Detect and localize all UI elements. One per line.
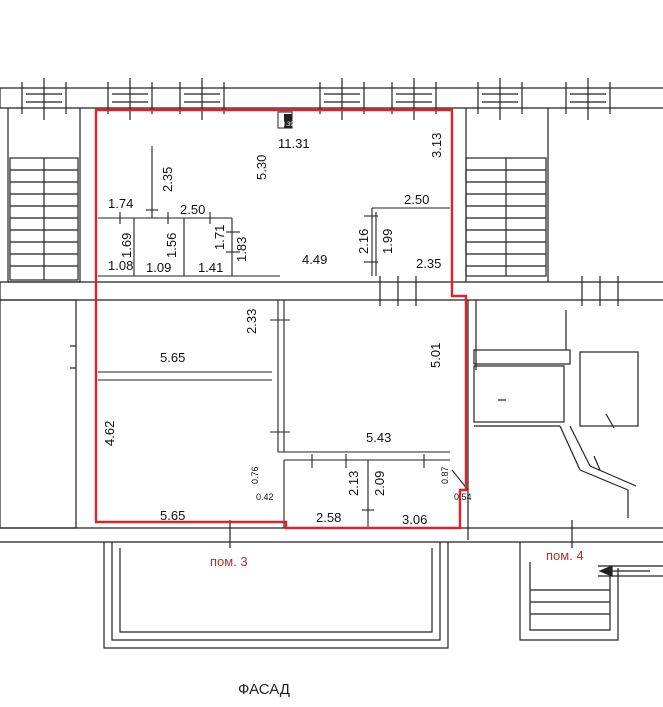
room-3-label: пом. 3 xyxy=(210,554,248,569)
top-wall xyxy=(0,78,663,120)
label-2-13: 2.13 xyxy=(346,471,361,496)
label-4-49: 4.49 xyxy=(302,252,327,267)
small-box: 0.39 xyxy=(277,111,294,129)
label-1-99: 1.99 xyxy=(380,229,395,254)
label-5-65-upper: 5.65 xyxy=(160,350,185,365)
right-lower-rooms xyxy=(467,300,639,540)
label-4-62: 4.62 xyxy=(102,421,117,446)
left-lower-rooms xyxy=(0,299,77,529)
label-1-09: 1.09 xyxy=(146,260,171,275)
label-2-50-right: 2.50 xyxy=(404,192,429,207)
label-5-43: 5.43 xyxy=(366,430,391,445)
label-1-71: 1.71 xyxy=(212,225,227,250)
label-1-69: 1.69 xyxy=(119,233,134,258)
label-1-74: 1.74 xyxy=(108,196,133,211)
label-1-83: 1.83 xyxy=(234,237,249,262)
label-0-76: 0.76 xyxy=(250,466,260,484)
label-2-35-top: 2.35 xyxy=(160,167,175,192)
left-staircase xyxy=(7,108,81,283)
label-2-33: 2.33 xyxy=(244,309,259,334)
top-windows xyxy=(21,78,611,120)
label-1-56: 1.56 xyxy=(164,233,179,258)
label-0-42: 0.42 xyxy=(256,492,274,502)
label-2-16: 2.16 xyxy=(356,229,371,254)
corridor-walls xyxy=(0,276,663,306)
right-staircase xyxy=(465,108,549,282)
room-4-label: пом. 4 xyxy=(546,548,584,563)
entrance-arrow xyxy=(598,565,650,577)
door-ticks xyxy=(119,209,425,511)
highlighted-unit-outline xyxy=(94,108,468,530)
label-0-54: 0.54 xyxy=(454,492,472,502)
label-5-01: 5.01 xyxy=(428,343,443,368)
label-5-65-lower: 5.65 xyxy=(160,508,185,523)
label-11-31: 11.31 xyxy=(278,136,310,151)
label-3-13: 3.13 xyxy=(429,133,444,158)
label-2-50-left: 2.50 xyxy=(180,202,205,217)
label-0-87: 0.87 xyxy=(440,466,450,484)
terrace xyxy=(103,542,663,649)
label-2-58: 2.58 xyxy=(316,510,341,525)
label-5-30: 5.30 xyxy=(254,155,269,180)
label-2-35-right: 2.35 xyxy=(416,256,441,271)
label-1-41: 1.41 xyxy=(198,260,223,275)
small-box-label: 0.39 xyxy=(282,122,294,128)
label-2-09: 2.09 xyxy=(372,471,387,496)
label-1-08: 1.08 xyxy=(108,258,133,273)
facade-caption: ФАСАД xyxy=(238,681,290,698)
label-3-06: 3.06 xyxy=(402,512,427,527)
